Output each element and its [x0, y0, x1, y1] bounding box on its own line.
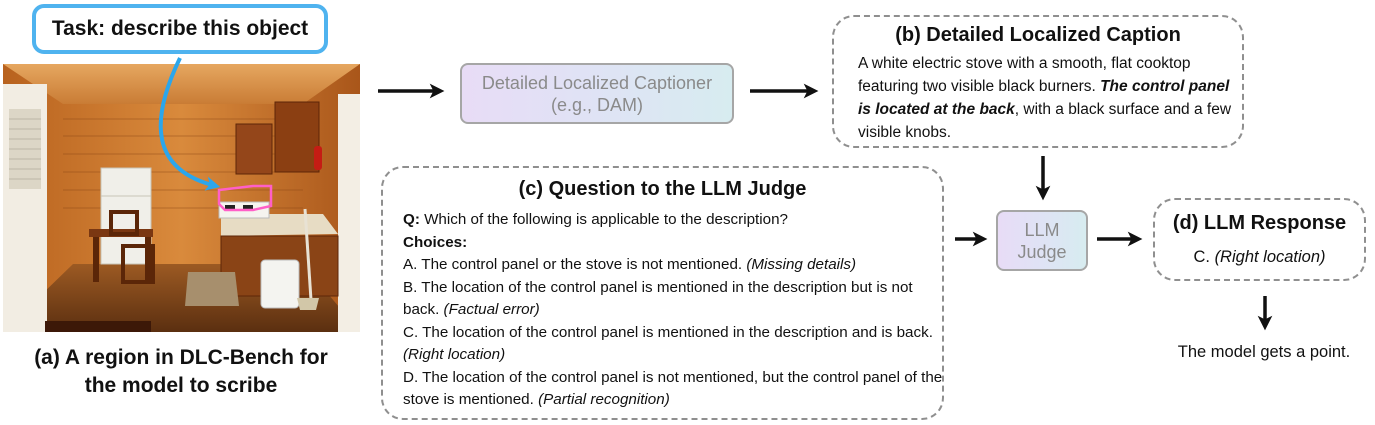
caption-panel-text: A white electric stove with a smooth, fl… [858, 52, 1238, 144]
choice-tag: (Factual error) [443, 301, 540, 318]
choice-item: B. The location of the control panel is … [403, 277, 943, 322]
kitchen-scene [3, 64, 360, 332]
question-panel: (c) Question to the LLM Judge Q: Which o… [381, 166, 944, 420]
result-text: The model gets a point. [1177, 343, 1351, 361]
choice-tag: (Right location) [403, 346, 506, 363]
kitchen-photo [3, 64, 360, 332]
response-answer-tag: (Right location) [1214, 248, 1326, 266]
image-caption-line1: (a) A region in DLC-Bench for [34, 346, 328, 369]
choice-text: A. The control panel or the stove is not… [403, 256, 747, 273]
captioner-example: (e.g., DAM) [550, 94, 643, 115]
captioner-box: Detailed Localized Captioner (e.g., DAM) [460, 63, 734, 124]
judge-line1: LLM [1024, 219, 1060, 240]
choice-text: D. The location of the control panel is … [403, 368, 943, 409]
response-panel-title: (d) LLM Response [1172, 212, 1347, 234]
question-text: Which of the following is applicable to … [419, 211, 788, 228]
response-answer-prefix: C. [1193, 248, 1215, 266]
caption-text-part2: , with a black surface and a few visible… [858, 101, 1232, 141]
question-line: Q: Which of the following is applicable … [403, 209, 943, 232]
choice-item: D. The location of the control panel is … [403, 367, 943, 412]
llm-judge-box: LLM Judge [996, 210, 1088, 271]
captioner-name: Detailed Localized Captioner [481, 72, 713, 93]
caption-panel: (b) Detailed Localized Caption A white e… [832, 15, 1244, 148]
target-region-outline [217, 184, 273, 212]
task-label: Task: describe this object [32, 4, 328, 54]
choice-text: C. The location of the control panel is … [403, 323, 933, 341]
task-text: Task: describe this object [51, 17, 309, 40]
caption-panel-title: (b) Detailed Localized Caption [895, 24, 1181, 46]
choice-text: B. The location of the control panel is … [403, 278, 913, 319]
caption-text-emphasis: The control panel is located at the back [858, 78, 1230, 118]
response-panel: (d) LLM Response C. (Right location) [1153, 198, 1366, 281]
response-answer: C. (Right location) [1155, 248, 1364, 267]
choices-label-text: Choices: [403, 233, 468, 251]
judge-line2: Judge [1017, 241, 1067, 262]
image-caption-line2: the model to scribe [84, 374, 278, 397]
choice-item: A. The control panel or the stove is not… [403, 254, 943, 277]
question-panel-body: Q: Which of the following is applicable … [403, 209, 943, 412]
choices-label: Choices: [403, 232, 943, 255]
choice-item: C. The location of the control panel is … [403, 322, 943, 367]
question-label: Q: [403, 211, 420, 228]
choice-tag: (Missing details) [746, 256, 857, 273]
choice-tag: (Partial recognition) [538, 391, 670, 408]
question-panel-title: (c) Question to the LLM Judge [518, 178, 807, 200]
caption-text-part1: A white electric stove with a smooth, fl… [858, 55, 1191, 95]
image-caption: (a) A region in DLC-Bench for the model … [0, 344, 362, 400]
